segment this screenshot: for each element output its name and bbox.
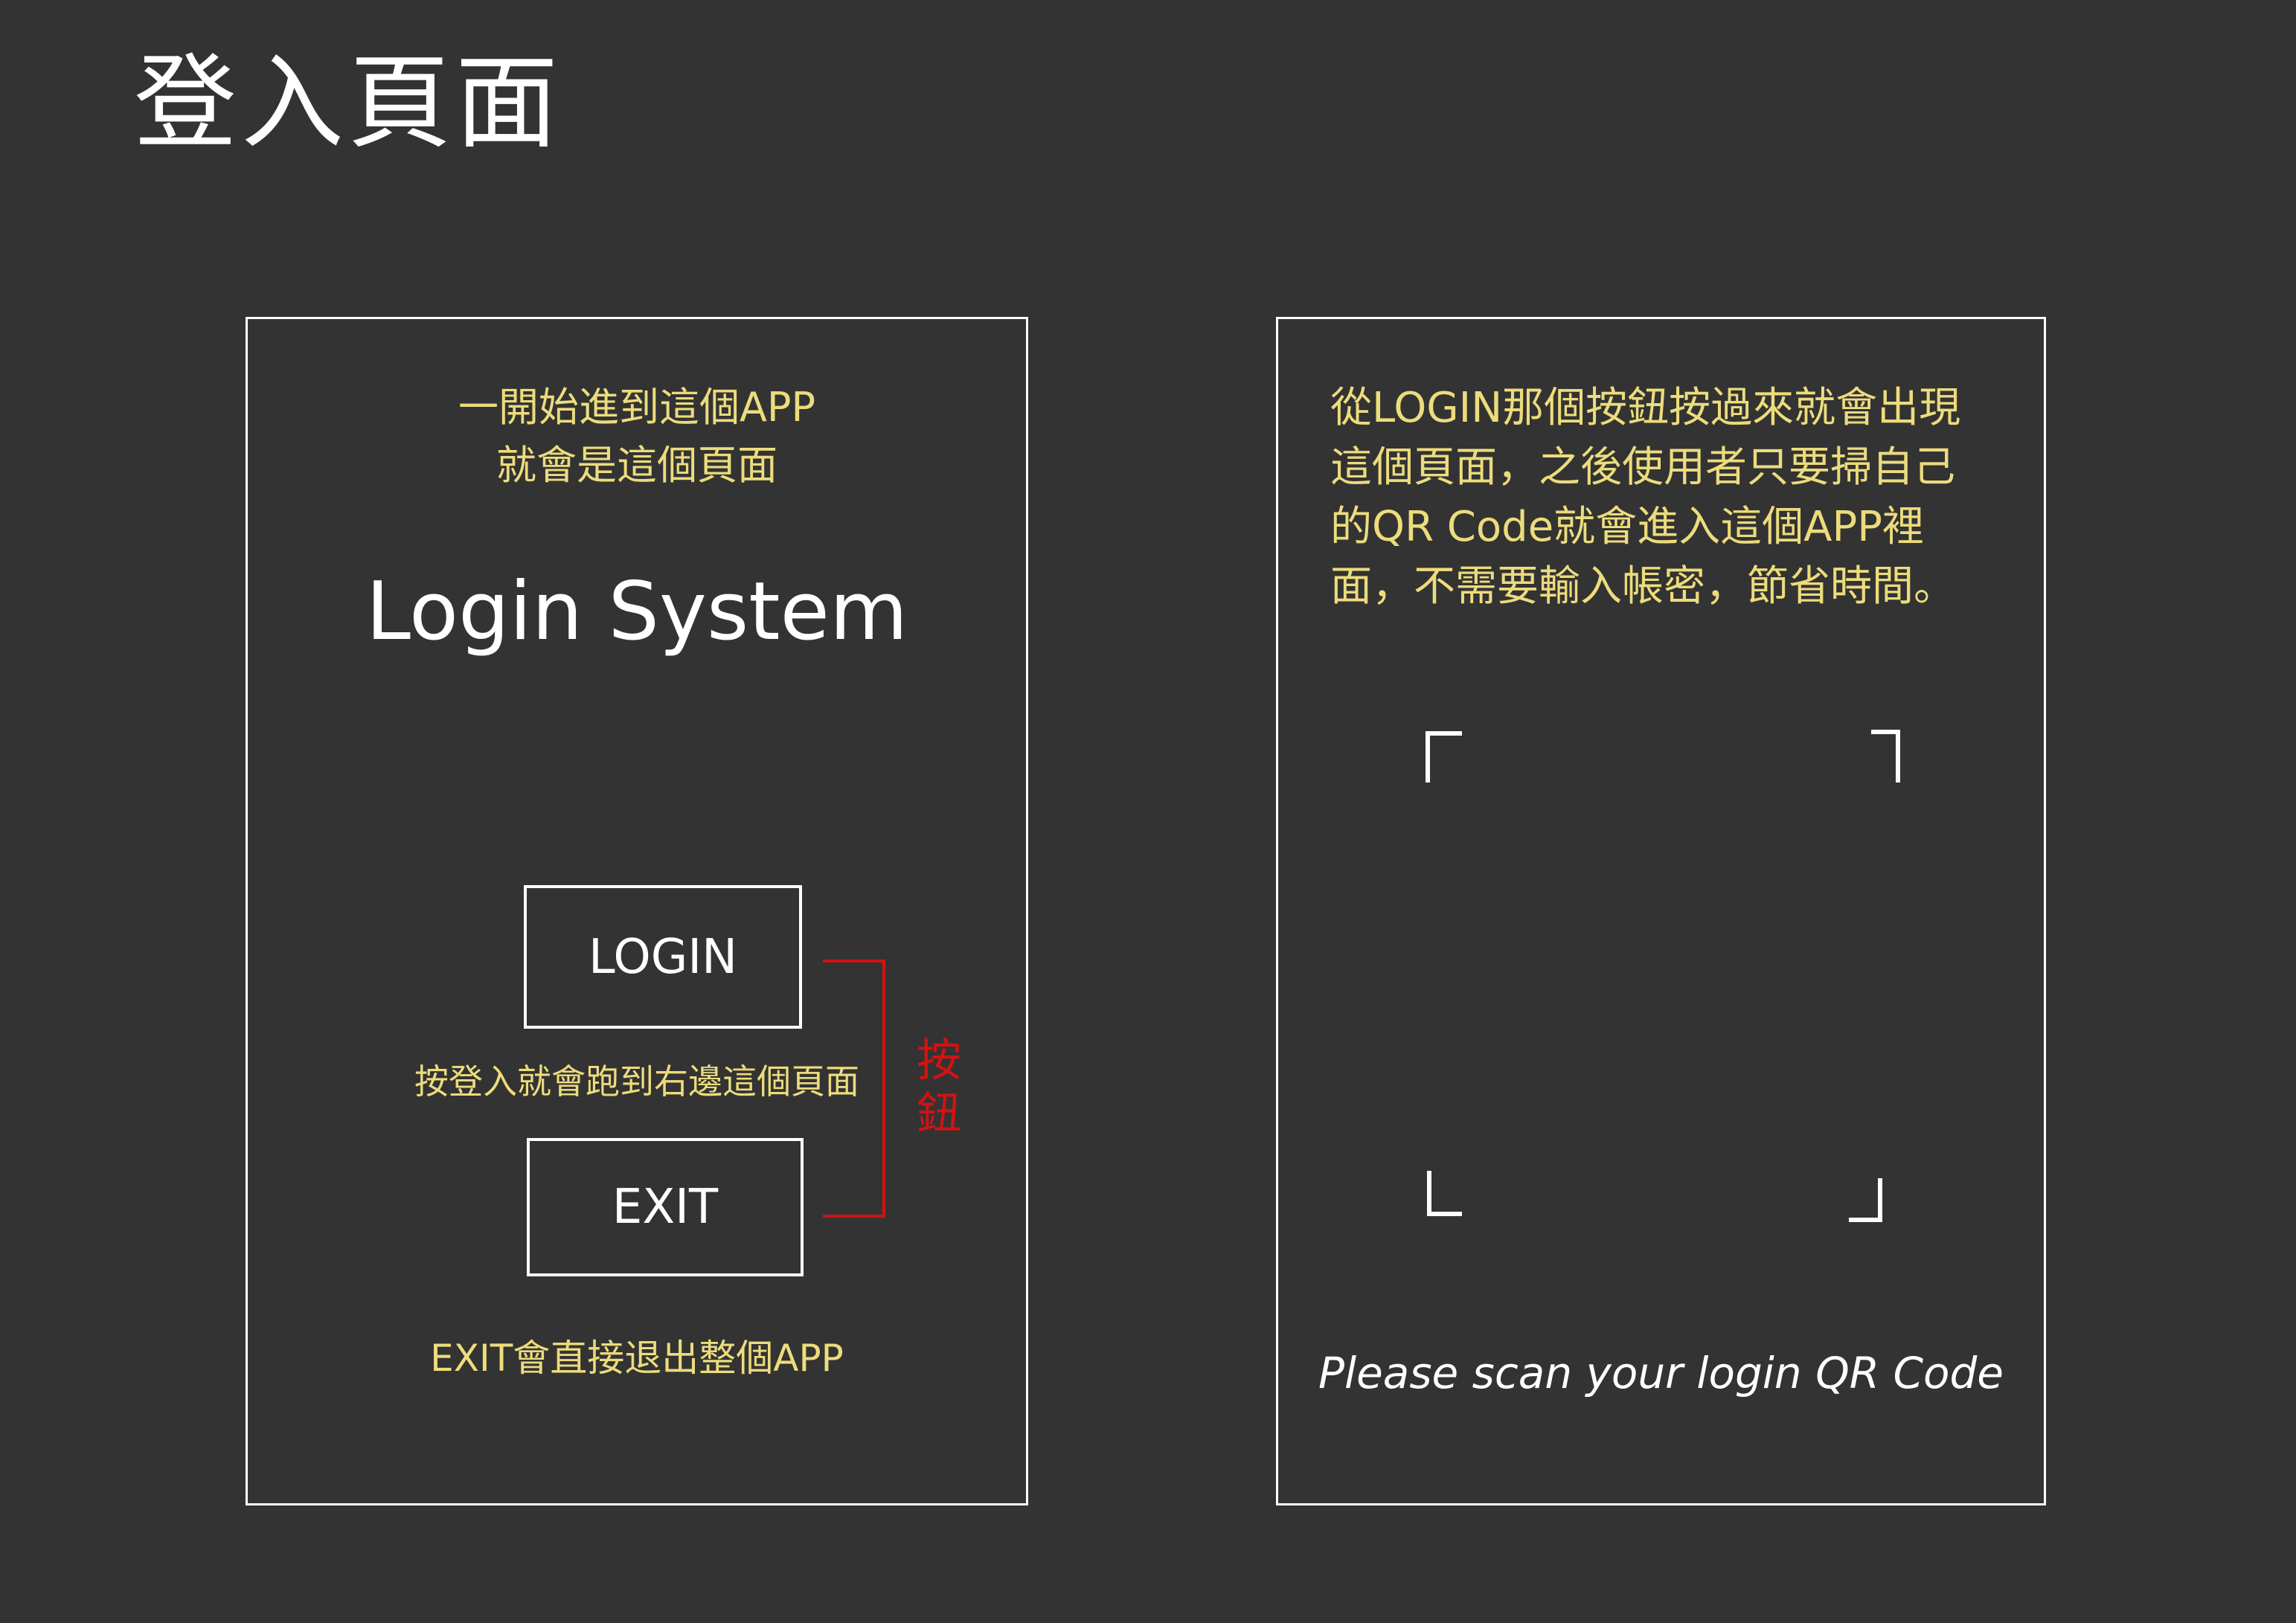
callout-label-char: 按	[917, 1035, 961, 1087]
exit-button[interactable]: EXIT	[527, 1138, 804, 1276]
qr-scan-screen-mockup: 從LOGIN那個按鈕按過來就會出現 這個頁面，之後使用者只要掃自己 的QR Co…	[1276, 317, 2046, 1505]
scan-corner-top-right	[1871, 730, 1900, 782]
description-line-1: 從LOGIN那個按鈕按過來就會出現	[1330, 384, 1961, 432]
login-button-note: 按登入就會跑到右邊這個頁面	[414, 1061, 859, 1102]
intro-note-line-2: 就會是這個頁面	[496, 442, 777, 489]
qr-screen-description: 從LOGIN那個按鈕按過來就會出現 這個頁面，之後使用者只要掃自己 的QR Co…	[1330, 379, 1960, 617]
scan-corner-bottom-right	[1849, 1178, 1882, 1222]
login-button[interactable]: LOGIN	[524, 885, 802, 1029]
description-line-3: 的QR Code就會進入這個APP裡	[1330, 503, 1924, 551]
exit-button-note: EXIT會直接退出整個APP	[430, 1337, 844, 1380]
scan-frame-corners	[1426, 730, 1900, 1222]
description-line-2: 這個頁面，之後使用者只要掃自己	[1330, 443, 1955, 492]
qr-scan-frame	[1425, 730, 1901, 1222]
scan-corner-bottom-left	[1427, 1171, 1462, 1216]
callout-bracket-top	[823, 960, 885, 962]
intro-note: 一開始進到這個APP 就會是這個頁面	[248, 379, 1026, 495]
callout-bracket-bottom	[823, 1215, 885, 1218]
page-title: 登入頁面	[134, 43, 563, 163]
scan-prompt: Please scan your login QR Code	[1318, 1348, 2004, 1398]
login-screen-mockup: 一開始進到這個APP 就會是這個頁面 Login System 按登入就會跑到右…	[246, 317, 1028, 1505]
callout-label: 按鈕	[909, 1034, 969, 1141]
intro-note-line-1: 一開始進到這個APP	[458, 384, 816, 431]
scan-corner-top-left	[1426, 731, 1462, 782]
app-title: Login System	[365, 565, 908, 658]
callout-bracket-vertical	[882, 960, 885, 1218]
callout-label-char: 鈕	[917, 1088, 961, 1140]
description-line-4: 面，不需要輸入帳密，節省時間。	[1330, 562, 1955, 611]
